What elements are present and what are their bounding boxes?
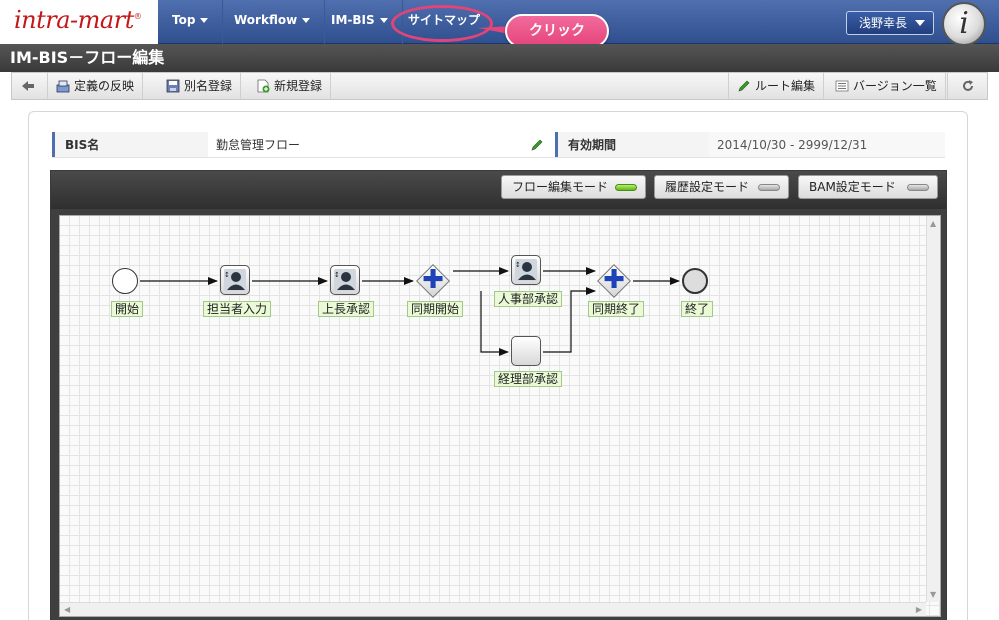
user-task-node[interactable]: ↕ (511, 255, 541, 285)
plus-icon: ✚ (422, 265, 444, 295)
refresh-icon (962, 79, 973, 91)
node-label: 同期終了 (588, 301, 645, 317)
sitemap-highlight-oval (391, 5, 493, 42)
new-document-icon (257, 79, 270, 92)
back-button[interactable] (12, 73, 48, 99)
click-callout: クリック (505, 14, 609, 48)
top-navigation-bar: intra-mart® Top Workflow IM-BIS サイトマップ ク… (0, 0, 999, 48)
user-menu-button[interactable]: 浅野幸長 (846, 11, 934, 35)
valid-period-value: 2014/10/30 - 2999/12/31 (709, 132, 945, 158)
scroll-right-icon[interactable]: ▶ (915, 605, 922, 614)
node-label: 同期開始 (407, 301, 464, 317)
valid-period-label: 有効期間 (555, 132, 709, 158)
scroll-up-icon[interactable]: ▲ (930, 219, 937, 228)
new-register-button[interactable]: 新規登録 (248, 73, 332, 99)
end-event-node[interactable] (682, 268, 708, 294)
list-icon (835, 80, 849, 91)
caret-down-icon (302, 18, 311, 23)
alias-register-button[interactable]: 別名登録 (158, 73, 242, 99)
editor-header: フロー編集モード 履歴設定モード BAM設定モード (51, 171, 946, 209)
user-icon: ↕ (515, 259, 537, 281)
route-edit-button[interactable]: ルート編集 (728, 73, 825, 99)
apply-definition-button[interactable]: 定義の反映 (48, 73, 144, 99)
connector-t4-g2 (543, 287, 596, 353)
mode-inactive-lamp (907, 184, 929, 191)
divider (52, 157, 945, 158)
node-label: 担当者入力 (203, 301, 272, 317)
callout-pointer (478, 26, 510, 34)
start-event-node[interactable] (112, 268, 138, 294)
scroll-down-icon[interactable]: ▼ (930, 590, 937, 599)
user-task-node[interactable]: ↕ (330, 265, 360, 295)
pencil-icon[interactable] (529, 138, 545, 152)
caret-down-icon (915, 20, 925, 26)
user-task-node[interactable]: ↕ (220, 265, 250, 295)
vertical-scrollbar[interactable]: ▲ ▼ (926, 216, 940, 602)
node-label: 人事部承認 (494, 291, 563, 307)
refresh-button[interactable] (947, 73, 987, 99)
deploy-icon (56, 80, 70, 92)
node-label: 開始 (111, 301, 144, 317)
logo-area: intra-mart® (0, 0, 158, 44)
bis-name-value: 勤怠管理フロー (208, 132, 553, 158)
node-label: 上長承認 (318, 301, 375, 317)
flow-editor: フロー編集モード 履歴設定モード BAM設定モード (50, 170, 947, 620)
intra-mart-logo[interactable]: intra-mart® (14, 6, 142, 34)
mode-inactive-lamp (758, 184, 780, 191)
save-as-icon (166, 79, 180, 92)
task-node[interactable] (511, 336, 541, 366)
caret-down-icon (379, 18, 388, 23)
caret-down-icon (200, 18, 209, 23)
info-badge-icon[interactable]: i (942, 2, 986, 46)
plus-icon: ✚ (603, 265, 625, 295)
nav-im-bis[interactable]: IM-BIS (317, 0, 403, 44)
info-row: BIS名 勤怠管理フロー 有効期間 2014/10/30 - 2999/12/3… (52, 132, 945, 158)
connector-g1-t4 (480, 291, 509, 356)
mode-active-lamp (615, 184, 637, 191)
nav-workflow[interactable]: Workflow (220, 0, 326, 44)
flow-canvas[interactable]: 開始 ↕ 担当者入力 ↕ 上長承認 ✚ 同期開始 ↕ 人事部承認 経理部承認 ✚… (59, 215, 941, 617)
page-title: IM-BIS－フロー編集 (0, 44, 999, 72)
nav-top[interactable]: Top (158, 0, 224, 44)
pencil-icon (738, 80, 750, 91)
arrow-left-icon (21, 80, 34, 91)
bis-name-label: BIS名 (52, 132, 208, 158)
svg-text:↕: ↕ (515, 261, 521, 269)
svg-text:↕: ↕ (224, 271, 230, 279)
flow-edit-mode-button[interactable]: フロー編集モード (501, 175, 646, 199)
svg-text:↕: ↕ (334, 271, 340, 279)
user-icon: ↕ (224, 269, 246, 291)
history-setting-mode-button[interactable]: 履歴設定モード (654, 175, 789, 199)
node-label: 経理部承認 (494, 371, 563, 387)
version-list-button[interactable]: バージョン一覧 (827, 73, 946, 99)
bam-setting-mode-button[interactable]: BAM設定モード (798, 175, 938, 199)
node-label: 終了 (681, 301, 714, 317)
scroll-left-icon[interactable]: ◀ (64, 605, 71, 614)
toolbar: 定義の反映 別名登録 新規登録 ルート編集 バージョン一覧 (11, 72, 988, 100)
horizontal-scrollbar[interactable]: ◀ ▶ (60, 602, 926, 616)
user-icon: ↕ (334, 269, 356, 291)
flow-connectors (140, 267, 680, 356)
